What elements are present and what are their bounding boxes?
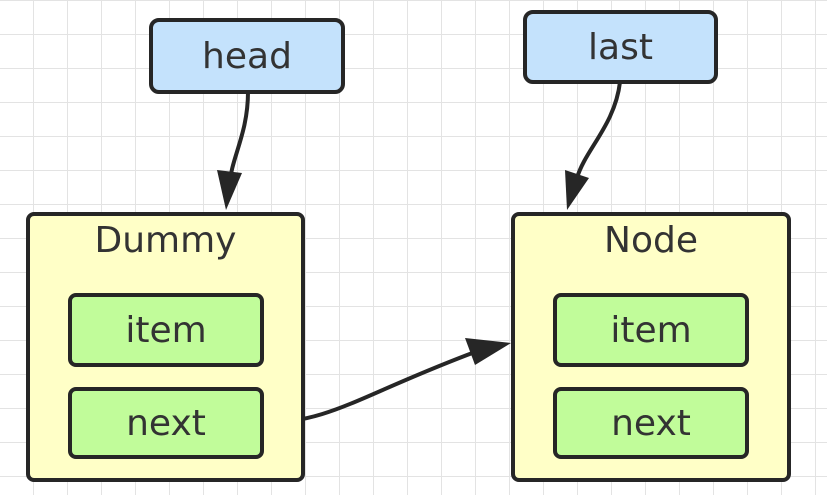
next-to-node-arrowhead xyxy=(465,338,511,365)
node-node-title: Node xyxy=(604,220,698,261)
last-to-node-arrow xyxy=(575,81,622,179)
node-next-field[interactable]: next xyxy=(553,387,749,459)
node-node[interactable]: Node item next xyxy=(511,212,791,482)
node-item-label: item xyxy=(610,309,692,351)
node-item-field[interactable]: item xyxy=(553,293,749,367)
node-next-label: next xyxy=(611,402,691,444)
dummy-next-label: next xyxy=(126,402,206,444)
head-to-dummy-arrowhead xyxy=(217,170,242,210)
dummy-node[interactable]: Dummy item next xyxy=(26,212,305,482)
head-pointer-box[interactable]: head xyxy=(149,18,345,94)
head-to-dummy-arrow xyxy=(228,91,250,186)
last-pointer-box[interactable]: last xyxy=(523,10,718,84)
dummy-item-label: item xyxy=(125,309,207,351)
dummy-item-field[interactable]: item xyxy=(68,293,264,367)
last-pointer-label: last xyxy=(588,26,653,68)
dummy-next-field[interactable]: next xyxy=(68,387,264,459)
last-to-node-arrowhead xyxy=(565,170,589,210)
head-pointer-label: head xyxy=(202,35,292,77)
dummy-node-title: Dummy xyxy=(94,220,237,261)
